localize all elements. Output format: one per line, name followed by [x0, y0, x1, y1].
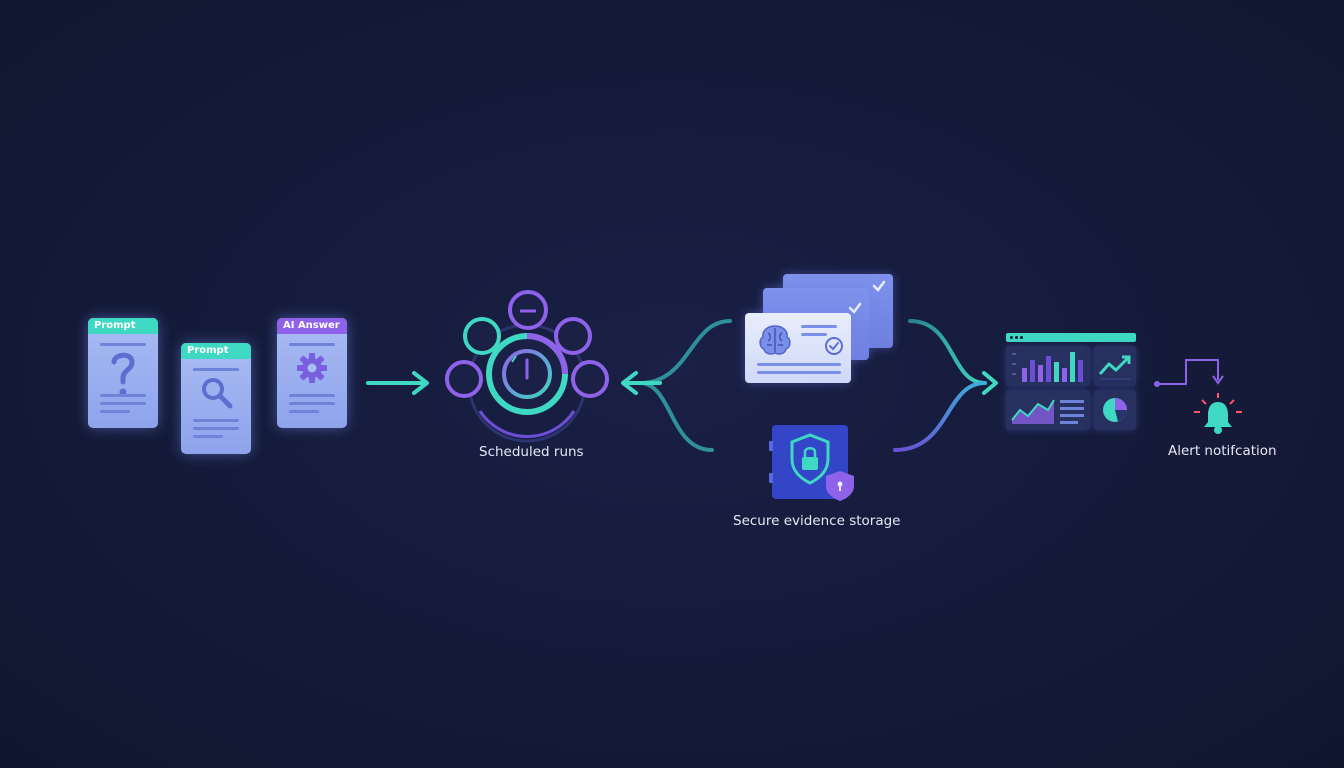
alert-notification-label: Alert notifcation [1168, 443, 1277, 459]
trend-up-icon [1098, 355, 1131, 380]
magnifier-icon [202, 378, 233, 409]
power-clock-icon [445, 290, 609, 443]
pie-panel [1094, 390, 1136, 430]
pie-chart-icon [1103, 398, 1127, 422]
evidence-card-front [745, 313, 851, 383]
analytics-dashboard [1006, 330, 1138, 434]
prompt-card-header: Prompt [88, 318, 158, 334]
brain-icon [759, 325, 791, 355]
shield-lock-icon [769, 425, 854, 501]
bell-icon [1194, 393, 1242, 434]
prompt-card: Prompt [181, 343, 251, 454]
trend-panel [1094, 346, 1136, 386]
area-chart-icon [1011, 399, 1084, 424]
dashboard-titlebar [1006, 333, 1136, 342]
ai-answer-card: AI Answer [277, 318, 347, 428]
secure-storage-label: Secure evidence storage [733, 513, 901, 529]
check-icon [848, 302, 862, 314]
check-circle-icon [825, 337, 843, 355]
scheduled-runs-label: Scheduled runs [479, 444, 584, 460]
check-icon [872, 280, 886, 292]
bar-chart-panel [1006, 346, 1090, 386]
ai-answer-card-header: AI Answer [277, 318, 347, 334]
bar-chart-icon [1012, 352, 1083, 382]
prompt-card: Prompt [88, 318, 158, 428]
gear-icon [297, 353, 327, 383]
question-mark-icon [111, 352, 135, 396]
area-chart-panel [1006, 390, 1090, 430]
arrow-to-scheduler [366, 371, 429, 395]
prompt-card-header: Prompt [181, 343, 251, 359]
arrow-to-dashboard [893, 319, 998, 452]
arrow-from-evidence [621, 319, 732, 452]
arrow-to-alert [1154, 359, 1224, 387]
